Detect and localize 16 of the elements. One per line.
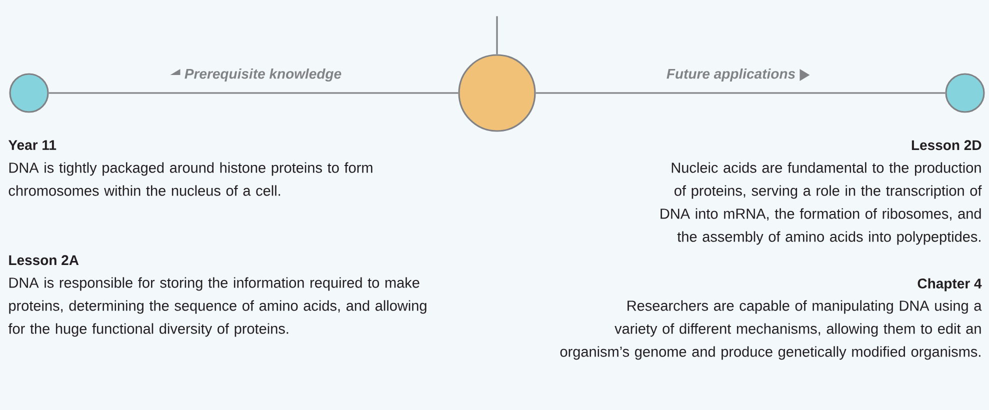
heading: Lesson 2D xyxy=(912,140,982,150)
heading: Year 11 xyxy=(8,140,56,150)
connector-line xyxy=(48,92,458,94)
edge-label: Future applications xyxy=(666,68,796,82)
description: Researchers are capable of manipulating DNA using a variety of different mechanisms, allowing them to edit an organism’s genome and produce genetically modified organisms. xyxy=(560,300,982,360)
circle-marker xyxy=(458,54,536,132)
description: Nucleic acids are fundamental to the production of proteins, serving a role in the transcription of DNA into mRNA, the formation of ribosomes, and the assembly of amino acids into polypeptides. xyxy=(660,162,982,245)
circle-marker xyxy=(9,73,49,113)
heading: Lesson 2A xyxy=(9,255,79,266)
circle-marker xyxy=(945,73,985,113)
heading: Chapter 4 xyxy=(918,278,982,292)
edge-label: Prerequisite knowledge xyxy=(184,68,342,82)
description: DNA is responsible for storing the information required to make proteins, determining the sequence of amino acids, and allowing for the huge functional diversity of proteins. xyxy=(8,277,426,337)
description: DNA is tightly packaged around histone proteins to form chromosomes within the nucleus of a cell. xyxy=(8,162,372,196)
connector-line xyxy=(496,16,498,54)
connector-line xyxy=(536,92,946,94)
